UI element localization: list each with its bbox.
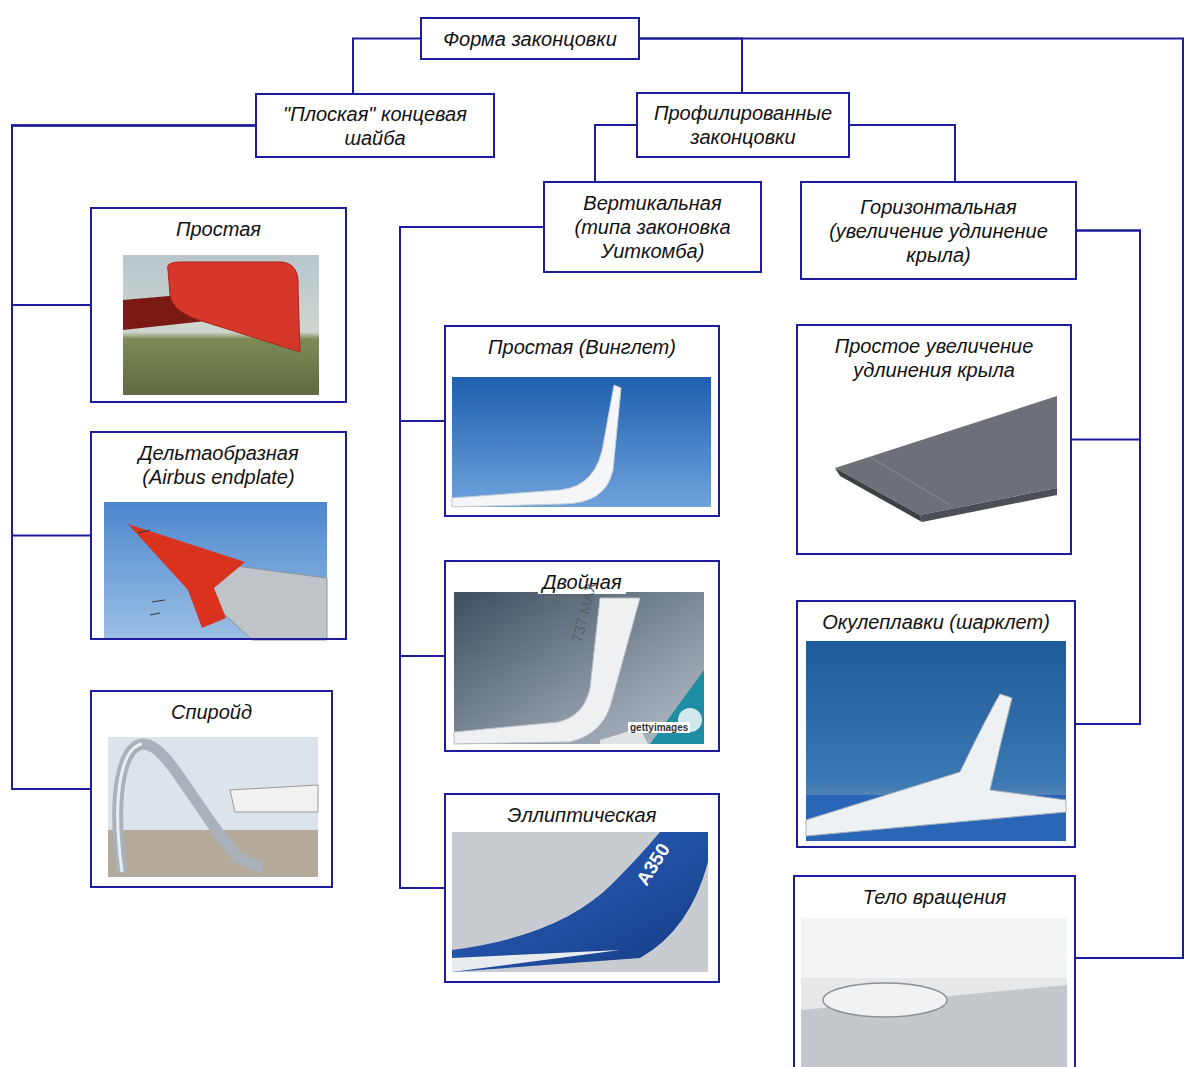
box-label: Спиройд	[167, 700, 256, 724]
winglet-shape	[452, 832, 708, 972]
connector-line	[1072, 231, 1140, 440]
category-box: "Плоская" концевая шайба	[255, 93, 495, 158]
winglet-shape	[454, 598, 640, 744]
connector-line	[850, 125, 955, 181]
photo-ground	[104, 502, 327, 640]
photo-ground	[806, 641, 1066, 841]
sharklet-shape	[806, 694, 1066, 836]
photo-box: Эллиптическая	[444, 793, 720, 983]
category-box: Профилированные законцовки	[636, 92, 850, 158]
subcategory-box: Вертикальная (типа законовка Уиткомба)	[543, 181, 762, 273]
photo-ground	[452, 832, 708, 972]
photo-ground	[123, 255, 319, 395]
endplate-shape	[168, 262, 301, 352]
photo-box: Простая	[90, 207, 347, 403]
fuselage	[801, 918, 1067, 978]
connector-line	[400, 227, 543, 656]
box-label: Вертикальная (типа законовка Уиткомба)	[553, 191, 752, 263]
box-label: "Плоская" концевая шайба	[265, 102, 485, 150]
wing-trailing-edge	[920, 488, 1057, 522]
photo-ground	[108, 830, 318, 877]
wing-body	[452, 950, 620, 972]
box-label: Форма законцовки	[443, 27, 617, 51]
endplate-shape	[128, 524, 245, 628]
spiroid-loop	[118, 744, 262, 872]
winglet-shape	[452, 385, 621, 507]
connector-line	[640, 39, 1183, 959]
box-label: Дельтаобразная (Airbus endplate)	[100, 441, 337, 489]
jet-fuselage	[230, 785, 318, 812]
photo-box: Окулеплавки (шарклет)	[796, 600, 1076, 848]
connector-line	[595, 125, 636, 181]
photo-box: Спиройд	[90, 690, 333, 888]
subcategory-box: Горизонтальная (увеличение удлинение кры…	[800, 181, 1077, 280]
connector-line	[640, 39, 742, 93]
box-label: Эллиптическая	[504, 803, 661, 827]
box-label: Горизонтальная (увеличение удлинение кры…	[810, 195, 1067, 267]
wing-tip-edge	[835, 468, 922, 522]
connector-line	[400, 227, 543, 421]
connector-line	[353, 39, 420, 94]
box-label: Профилированные законцовки	[646, 101, 840, 149]
photo-ground	[452, 377, 711, 507]
photo-ground	[108, 737, 318, 877]
photo-box: Дельтаобразная (Airbus endplate)	[90, 431, 347, 640]
watermark: gettyimages	[628, 722, 690, 733]
flap-fairing	[823, 983, 947, 1017]
box-label: Простое увеличение удлинения крыла	[806, 334, 1062, 382]
panel-line	[870, 457, 950, 505]
photo-box: Простое увеличение удлинения крыла	[796, 324, 1072, 555]
photo-ground	[807, 388, 1057, 545]
box-label: Простая	[172, 217, 265, 241]
connector-line	[12, 126, 255, 306]
photo-ground	[801, 918, 1067, 1067]
box-label: Тело вращения	[859, 885, 1011, 909]
spiroid-highlight	[118, 744, 142, 872]
photo-box: Тело вращения	[793, 875, 1076, 1067]
box-label: Простая (Винглет)	[484, 335, 680, 359]
connector-line	[1076, 231, 1140, 725]
photo-box: Простая (Винглет)	[444, 325, 720, 517]
root-box: Форма законцовки	[420, 17, 640, 60]
static-wicks	[138, 530, 165, 615]
box-label: Окулеплавки (шарклет)	[818, 610, 1054, 634]
